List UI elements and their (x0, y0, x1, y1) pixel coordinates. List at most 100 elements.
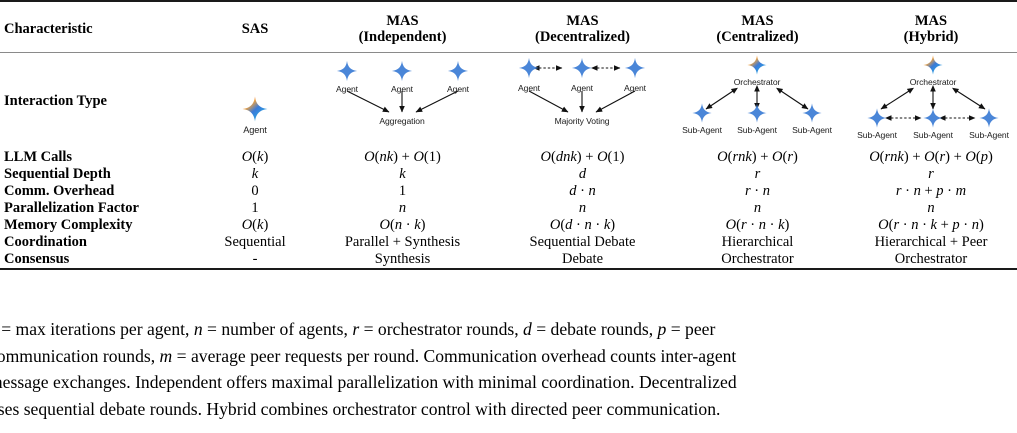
cell-sequential-depth-independent: k (399, 166, 406, 183)
figure-caption: k = max iterations per agent, n = number… (0, 316, 1017, 433)
cell-consensus-sas: - (252, 251, 258, 268)
diagram-independent: Agent Agent Agent Aggregation (310, 53, 495, 150)
header-mas-centralized-line2: (Centralized) (716, 29, 799, 46)
cell-llm-calls-independent: O(nk) + O(1) (364, 149, 441, 166)
cell-comm-overhead-sas: 0 (251, 183, 259, 200)
cell-parallelization-factor-centralized: n (753, 200, 762, 217)
header-mas-hybrid: MAS (Hybrid) (845, 1, 1017, 53)
caption-text-1: = max iterations per agent, (0, 319, 194, 339)
row-label-comm-overhead: Comm. Overhead (4, 183, 115, 200)
cell-consensus-centralized: Orchestrator (721, 251, 794, 268)
independent-agent-label-1: Agent (336, 84, 358, 95)
hybrid-orchestrator-label: Orchestrator (909, 77, 957, 88)
cell-coordination-independent: Parallel + Synthesis (344, 234, 461, 251)
caption-var-m: m (159, 345, 173, 366)
centralized-sub-agent-label-2: Sub-Agent (737, 125, 777, 136)
decentralized-agent-label-3: Agent (624, 83, 646, 94)
cell-coordination-centralized: Hierarchical (721, 234, 794, 251)
header-mas-centralized-line1: MAS (741, 13, 774, 29)
comparison-table: Characteristic SAS MAS (Independent) MAS… (0, 1, 1017, 270)
table-header: Characteristic SAS MAS (Independent) MAS… (0, 1, 1017, 53)
caption-var-n: n (193, 319, 203, 339)
table-row-comm-overhead: Comm. Overhead 0 1 d · n r · n r · n + p… (0, 183, 1017, 200)
caption-text-6: communication rounds, (0, 345, 160, 366)
independent-agent-label-3: Agent (447, 84, 469, 95)
cell-memory-complexity-sas: O(k) (241, 217, 269, 234)
decentralized-arrows (528, 65, 636, 113)
centralized-sub-agent-label-3: Sub-Agent (792, 125, 832, 136)
hybrid-arrows (880, 85, 986, 122)
cell-comm-overhead-centralized: r · n (745, 183, 770, 200)
header-sas-line1: SAS (241, 21, 269, 38)
hybrid-sub-agent-label-1: Sub-Agent (857, 130, 897, 141)
row-label-llm-calls: LLM Calls (4, 149, 73, 166)
cell-comm-overhead-independent: 1 (398, 183, 407, 200)
table-row-sequential-depth: Sequential Depth k k d r r (0, 166, 1017, 183)
table-row-coordination: Coordination Sequential Parallel + Synth… (0, 234, 1017, 251)
header-mas-independent-line1: MAS (386, 13, 419, 29)
cell-comm-overhead-hybrid: r · n + p · m (895, 183, 967, 200)
cell-parallelization-factor-independent: n (398, 200, 407, 217)
cell-sequential-depth-decentralized: d (578, 166, 587, 183)
caption-line-2: communication rounds, m = average peer r… (0, 343, 1017, 370)
header-mas-decentralized-line2: (Decentralized) (534, 29, 630, 46)
table-row-memory-complexity: Memory Complexity O(k) O(n · k) O(d · n … (0, 217, 1017, 234)
cell-coordination-decentralized: Sequential Debate (529, 234, 636, 251)
header-mas-decentralized-line1: MAS (566, 13, 599, 29)
hybrid-sub-agent-label-3: Sub-Agent (969, 130, 1009, 141)
caption-text-7: = average peer requests per round. Commu… (172, 345, 737, 366)
cell-llm-calls-decentralized: O(dnk) + O(1) (540, 149, 625, 166)
cell-sequential-depth-centralized: r (754, 166, 761, 183)
header-characteristic-line1: Characteristic (4, 21, 93, 38)
diagram-hybrid: Orchestrator Sub-Agent Sub-Agent Sub-Age… (845, 53, 1017, 150)
diagram-decentralized: Agent Agent Agent Majority Voting (495, 53, 670, 150)
caption-text-3: = orchestrator rounds, (359, 319, 524, 339)
header-mas-centralized: MAS (Centralized) (670, 1, 845, 53)
diagram-centralized: Orchestrator Sub-Agent Sub-Agent Sub-Age… (670, 53, 845, 150)
header-mas-independent-line2: (Independent) (358, 29, 447, 46)
cell-llm-calls-centralized: O(rnk) + O(r) (717, 149, 798, 166)
caption-line-4: uses sequential debate rounds. Hybrid co… (0, 398, 721, 419)
caption-var-r: r (352, 319, 360, 339)
decentralized-sink-label: Majority Voting (554, 116, 610, 127)
cell-sequential-depth-sas: k (251, 166, 259, 183)
header-row: Characteristic SAS MAS (Independent) MAS… (0, 1, 1017, 53)
row-label-memory-complexity: Memory Complexity (4, 217, 133, 234)
table-row-llm-calls: LLM Calls O(k) O(nk) + O(1) O(dnk) + O(1… (0, 149, 1017, 166)
cell-memory-complexity-hybrid: O(r · n · k + p · n) (878, 217, 984, 234)
cell-consensus-hybrid: Orchestrator (894, 251, 968, 268)
independent-arrows (346, 90, 459, 113)
diagram-sas: Agent (200, 53, 310, 150)
header-sas: SAS (200, 1, 310, 53)
header-mas-decentralized: MAS (Decentralized) (495, 1, 670, 53)
cell-llm-calls-sas: O(k) (241, 149, 269, 166)
row-label-parallelization-factor: Parallelization Factor (4, 200, 139, 217)
cell-sequential-depth-hybrid: r (928, 166, 934, 183)
cell-consensus-decentralized: Debate (561, 251, 604, 268)
independent-agent-label-2: Agent (391, 84, 413, 95)
caption-line-1: k = max iterations per agent, n = number… (0, 316, 1017, 343)
hybrid-sub-agent-label-2: Sub-Agent (913, 130, 953, 141)
caption-line-3: message exchanges. Independent offers ma… (0, 372, 737, 393)
cell-coordination-sas: Sequential (224, 234, 286, 251)
table-row-interaction-type: Interaction Type (0, 53, 1017, 150)
cell-llm-calls-hybrid: O(rnk) + O(r) + O(p) (869, 149, 993, 166)
cell-memory-complexity-centralized: O(r · n · k) (725, 217, 790, 234)
caption-text-4: = debate rounds, (531, 319, 658, 339)
header-mas-independent: MAS (Independent) (310, 1, 495, 53)
diagram-sas-agent-label: Agent (243, 125, 267, 136)
caption-text-2: = number of agents, (202, 319, 353, 339)
centralized-sub-agent-label-1: Sub-Agent (682, 125, 722, 136)
table-row-consensus: Consensus - Synthesis Debate Orchestrato… (0, 251, 1017, 270)
cell-parallelization-factor-sas: 1 (251, 200, 259, 217)
header-mas-hybrid-line2: (Hybrid) (903, 29, 959, 46)
row-label-interaction-type: Interaction Type (4, 92, 107, 109)
table-row-parallelization-factor: Parallelization Factor 1 n n n n (0, 200, 1017, 217)
table-body: Interaction Type (0, 53, 1017, 270)
cell-coordination-hybrid: Hierarchical + Peer (874, 234, 988, 251)
cell-memory-complexity-decentralized: O(d · n · k) (549, 217, 616, 234)
caption-text-5: = peer (666, 319, 716, 339)
centralized-orchestrator-label: Orchestrator (733, 77, 781, 88)
cell-memory-complexity-independent: O(n · k) (379, 217, 426, 234)
